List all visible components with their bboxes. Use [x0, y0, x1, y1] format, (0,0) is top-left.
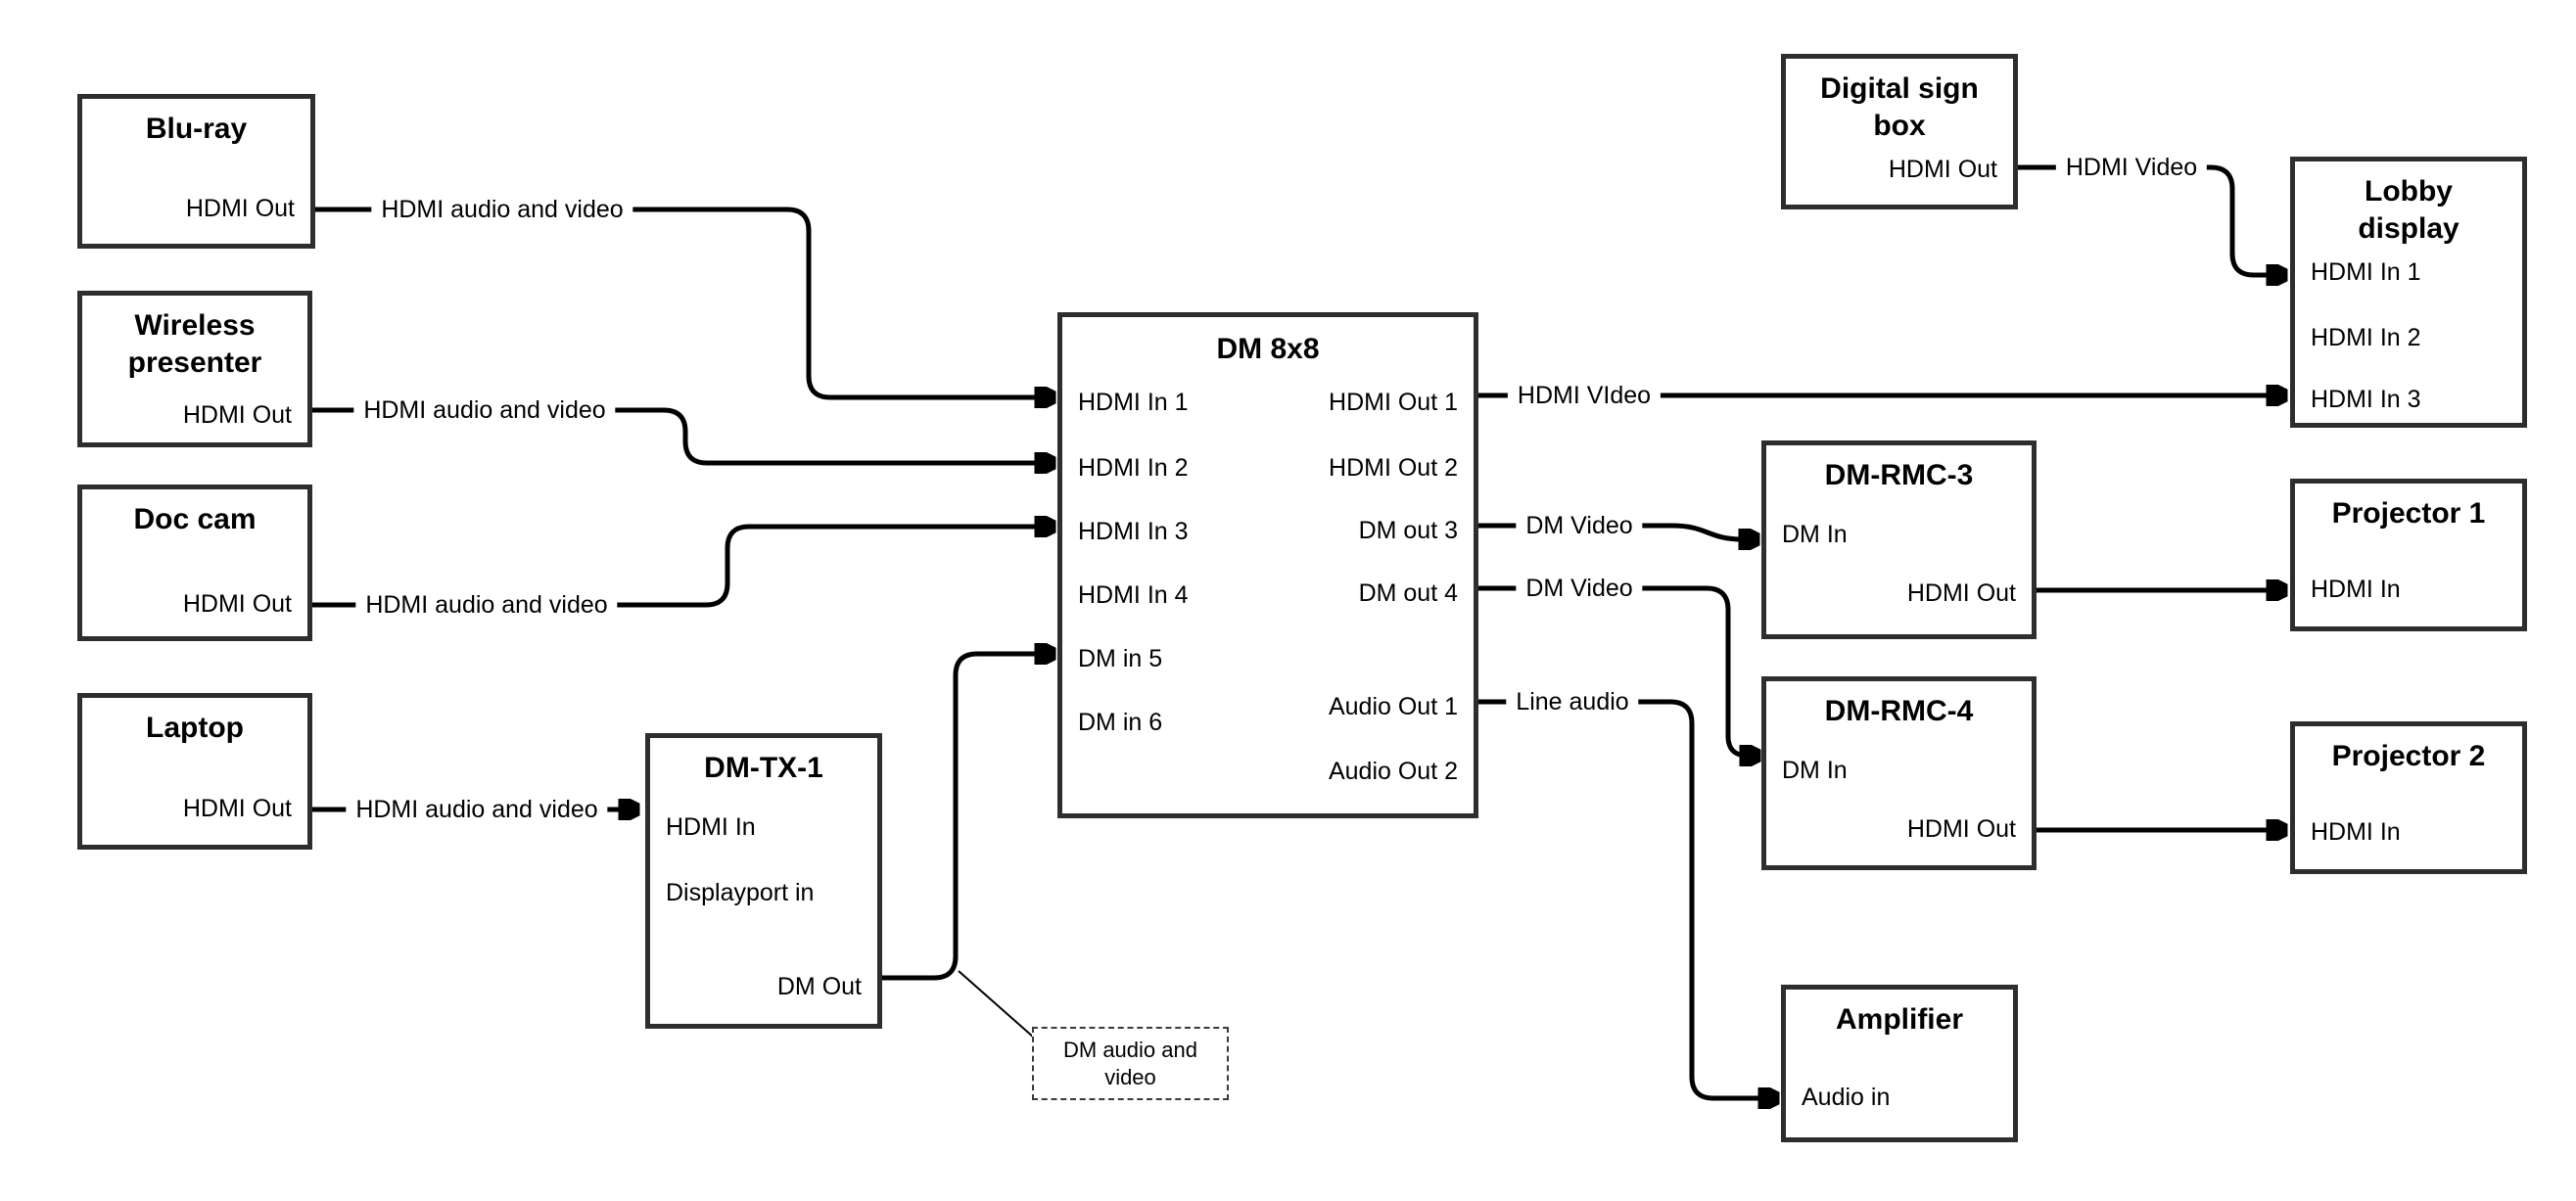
callout-leader-line — [958, 970, 1035, 1039]
port-dm-in: DM In — [1782, 521, 1848, 548]
node-title: Lobby display — [2358, 175, 2459, 245]
port-hdmi-in: HDMI In — [666, 813, 756, 841]
port-audio-in: Audio in — [1802, 1084, 1891, 1111]
port-dm-in-6: DM in 6 — [1078, 709, 1163, 736]
port-hdmi-out: HDMI Out — [1906, 579, 2016, 607]
port-hdmi-out: HDMI Out — [1906, 815, 2016, 843]
port-hdmi-in-2: HDMI In 2 — [1078, 454, 1189, 482]
wire-dm8x8-out3-to-rmc3-dmin — [1478, 523, 1754, 539]
wire-dm8x8-out4-to-rmc4-dmin — [1478, 585, 1755, 756]
port-hdmi-in-3: HDMI In 3 — [1078, 518, 1189, 545]
port-hdmi-in-3: HDMI In 3 — [2311, 386, 2421, 413]
node-digital-sign-box: Digital sign box HDMI Out — [1781, 54, 2018, 209]
port-hdmi-in-1: HDMI In 1 — [1078, 389, 1189, 416]
node-title: DM-RMC-4 — [1824, 695, 1974, 727]
wire-label-hdmi-video-out1: HDMI VIdeo — [1507, 381, 1662, 410]
port-hdmi-out: HDMI Out — [182, 401, 292, 429]
node-title: Laptop — [146, 712, 244, 744]
port-dm-out-4: DM out 4 — [1358, 579, 1458, 607]
node-title: Projector 2 — [2331, 740, 2486, 772]
port-hdmi-out: HDMI Out — [185, 195, 295, 222]
port-hdmi-in-4: HDMI In 4 — [1078, 581, 1189, 609]
node-title: Wireless presenter — [127, 309, 262, 379]
node-dm-8x8: DM 8x8 HDMI In 1 HDMI In 2 HDMI In 3 HDM… — [1057, 312, 1478, 818]
node-title: Digital sign box — [1820, 72, 1979, 142]
port-dm-in: DM In — [1782, 757, 1848, 784]
node-doc-cam: Doc cam HDMI Out — [77, 485, 312, 641]
port-hdmi-in-1: HDMI In 1 — [2311, 258, 2421, 286]
wire-label-hdmi-av-wireless: HDMI audio and video — [353, 395, 616, 425]
port-hdmi-out-2: HDMI Out 2 — [1329, 454, 1458, 482]
wire-label-hdmi-av-laptop: HDMI audio and video — [346, 795, 608, 824]
wire-label-dm-video-out3: DM Video — [1516, 511, 1643, 540]
port-audio-out-2: Audio Out 2 — [1328, 758, 1458, 785]
node-title: Blu-ray — [145, 113, 248, 145]
wire-label-hdmi-video-sign: HDMI Video — [2055, 153, 2208, 182]
node-title: Doc cam — [133, 503, 257, 535]
wire-digitalsign-to-lobby-in1 — [2018, 164, 2281, 275]
node-dm-rmc-3: DM-RMC-3 DM In HDMI Out — [1761, 440, 2037, 639]
port-audio-out-1: Audio Out 1 — [1328, 693, 1458, 720]
node-title: DM 8x8 — [1216, 333, 1320, 365]
wire-doccam-to-dm8x8-in3 — [312, 527, 1050, 608]
callout-dm-audio-video: DM audio and video — [1032, 1027, 1229, 1100]
wire-wireless-to-dm8x8-in2 — [311, 407, 1050, 463]
node-wireless-presenter: Wireless presenter HDMI Out — [77, 291, 312, 447]
wire-label-hdmi-av-bluray: HDMI audio and video — [371, 195, 633, 224]
wire-label-dm-video-out4: DM Video — [1516, 574, 1643, 603]
port-hdmi-in-2: HDMI In 2 — [2311, 324, 2421, 351]
node-lobby-display: Lobby display HDMI In 1 HDMI In 2 HDMI I… — [2290, 157, 2527, 428]
port-dm-in-5: DM in 5 — [1078, 645, 1163, 672]
wire-dmtx1-to-dm8x8-dmin5 — [882, 654, 1050, 981]
wire-dm8x8-audio1-to-amplifier — [1478, 699, 1773, 1098]
node-dm-tx-1: DM-TX-1 HDMI In Displayport in DM Out — [645, 733, 882, 1029]
port-hdmi-in: HDMI In — [2311, 818, 2401, 846]
port-hdmi-in: HDMI In — [2311, 576, 2401, 603]
port-dm-out-3: DM out 3 — [1358, 517, 1458, 544]
node-title: DM-RMC-3 — [1824, 459, 1974, 491]
port-hdmi-out: HDMI Out — [182, 590, 292, 618]
node-projector-2: Projector 2 HDMI In — [2290, 721, 2527, 874]
node-title: Amplifier — [1835, 1003, 1964, 1036]
node-title: DM-TX-1 — [704, 752, 823, 784]
port-dm-out: DM Out — [776, 973, 862, 1000]
port-displayport-in: Displayport in — [666, 879, 815, 906]
wire-label-line-audio: Line audio — [1506, 687, 1639, 716]
node-laptop: Laptop HDMI Out — [77, 693, 312, 850]
wire-label-hdmi-av-doccam: HDMI audio and video — [355, 590, 618, 620]
port-hdmi-out: HDMI Out — [1888, 156, 1997, 183]
wire-bluray-to-dm8x8-in1 — [315, 207, 1050, 397]
node-dm-rmc-4: DM-RMC-4 DM In HDMI Out — [1761, 676, 2037, 870]
node-amplifier: Amplifier Audio in — [1781, 985, 2018, 1142]
node-blu-ray: Blu-ray HDMI Out — [77, 94, 315, 249]
node-projector-1: Projector 1 HDMI In — [2290, 479, 2527, 631]
port-hdmi-out: HDMI Out — [182, 795, 292, 822]
port-hdmi-out-1: HDMI Out 1 — [1329, 389, 1458, 416]
node-title: Projector 1 — [2331, 497, 2486, 530]
